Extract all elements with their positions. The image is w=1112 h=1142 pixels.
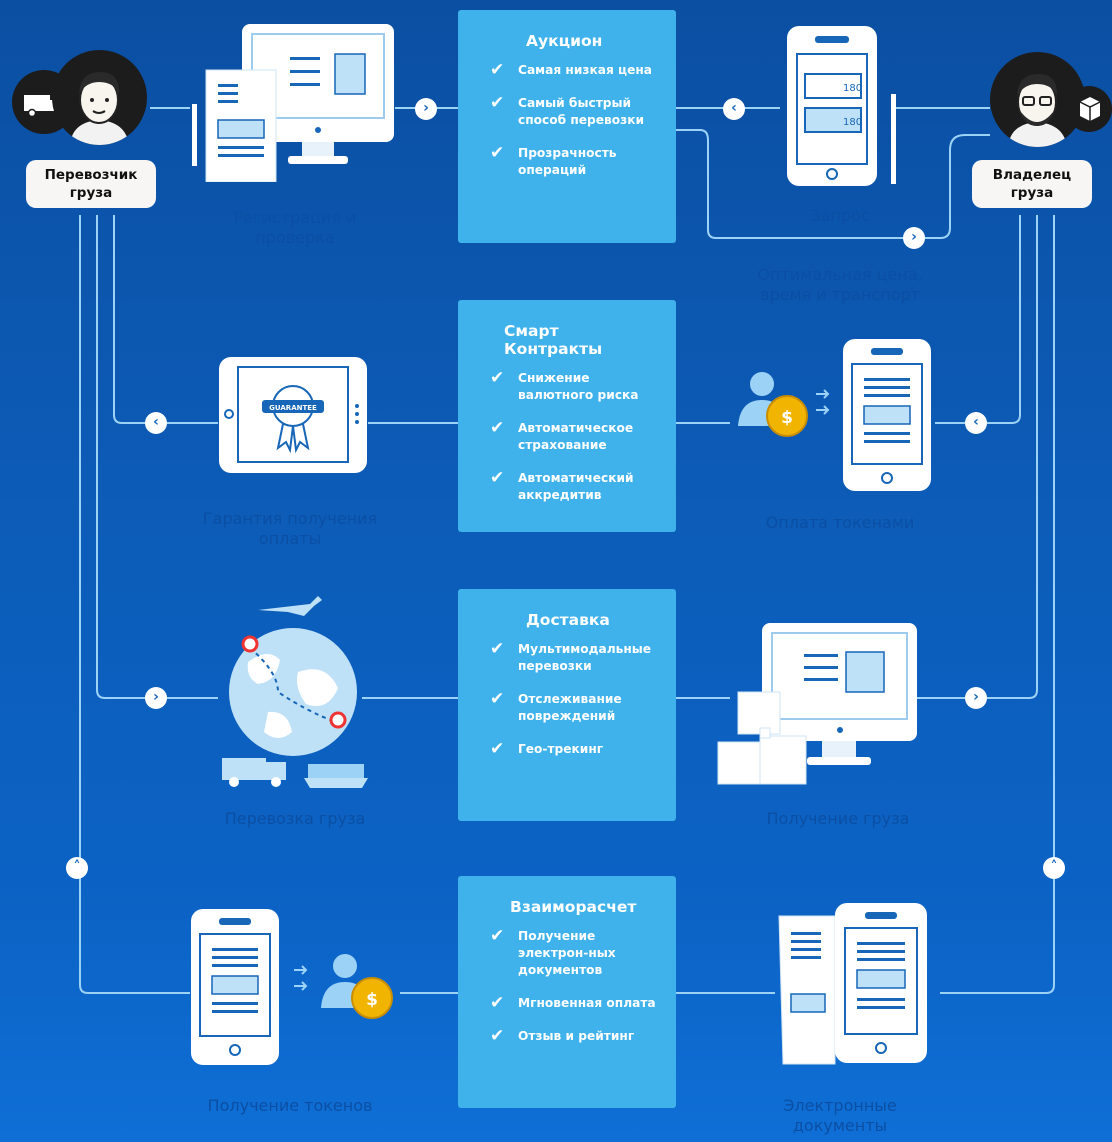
phone-value-1: 180 <box>843 83 862 94</box>
caption-edocs: Электронные документы <box>783 1096 897 1135</box>
electronic-documents-icon <box>775 902 935 1076</box>
smart-contracts-box: Смарт Контракты ✔Снижение валютного риск… <box>458 300 676 532</box>
check-icon: ✔ <box>490 468 505 488</box>
registration-computer-icon <box>190 22 400 186</box>
arrow-up-icon[interactable]: ˄ <box>1043 857 1065 879</box>
settlement-box: Взаиморасчет ✔Получение электрон-ных док… <box>458 876 676 1108</box>
check-icon: ✔ <box>490 143 505 163</box>
package-avatar-icon <box>1066 86 1112 132</box>
arrow-left-icon[interactable]: ‹ <box>723 98 745 120</box>
carrier-avatar <box>52 50 147 145</box>
list-item: ✔Гео-трекинг <box>490 739 604 759</box>
phone-value-2: 180 <box>843 117 862 128</box>
guarantee-text: GUARANTEE <box>269 404 317 412</box>
list-item: ✔Снижение валютного риска <box>490 368 639 403</box>
list-item: ✔Самый быстрый способ перевозки <box>490 93 645 128</box>
token-payment-icon: $ <box>730 338 940 502</box>
dollar-icon: $ <box>366 990 378 1010</box>
list-item: ✔Получение электрон-ных документов <box>490 926 616 978</box>
arrow-right-icon[interactable]: › <box>145 687 167 709</box>
caption-transport: Перевозка груза <box>224 809 366 828</box>
auction-box: Аукцион ✔Самая низкая цена ✔Самый быстры… <box>458 10 676 243</box>
arrow-right-icon[interactable]: › <box>965 687 987 709</box>
caption-request: Запрос <box>810 206 870 225</box>
caption-optimal: Оптимальная цена, время и транспорт <box>757 265 923 304</box>
caption-token-payment: Оплата токенами <box>765 513 915 532</box>
globe-transport-icon <box>218 592 378 796</box>
check-icon: ✔ <box>490 926 505 946</box>
guarantee-tablet-icon: GUARANTEE <box>218 356 370 480</box>
arrow-left-icon[interactable]: ‹ <box>145 412 167 434</box>
arrow-right-icon[interactable]: › <box>903 227 925 249</box>
caption-tokens-receive: Получение токенов <box>207 1096 373 1115</box>
arrow-up-icon[interactable]: ˄ <box>66 857 88 879</box>
check-icon: ✔ <box>490 418 505 438</box>
list-item: ✔Прозрачность операций <box>490 143 617 178</box>
request-phone-icon: 180 180 <box>785 24 905 193</box>
arrow-left-icon[interactable]: ‹ <box>965 412 987 434</box>
list-item: ✔Мультимодальные перевозки <box>490 639 652 674</box>
owner-label: Владелец груза <box>972 160 1092 208</box>
check-icon: ✔ <box>490 60 505 80</box>
list-item: ✔Самая низкая цена <box>490 60 652 80</box>
caption-guarantee: Гарантия получения оплаты <box>202 509 378 548</box>
list-item: ✔Автоматическое страхование <box>490 418 634 453</box>
list-item: ✔Мгновенная оплата <box>490 993 656 1013</box>
caption-registration: Регистрация и проверка <box>233 208 357 247</box>
list-item: ✔Автоматический аккредитив <box>490 468 634 503</box>
check-icon: ✔ <box>490 689 505 709</box>
list-item: ✔Отслеживание повреждений <box>490 689 622 724</box>
check-icon: ✔ <box>490 93 505 113</box>
dollar-icon: $ <box>781 408 793 428</box>
check-icon: ✔ <box>490 1026 505 1046</box>
check-icon: ✔ <box>490 993 505 1013</box>
carrier-label: Перевозчик груза <box>26 160 156 208</box>
box-title: Взаиморасчет <box>510 898 637 916</box>
cargo-receipt-icon <box>712 622 922 801</box>
list-item: ✔Отзыв и рейтинг <box>490 1026 635 1046</box>
check-icon: ✔ <box>490 639 505 659</box>
box-title: Доставка <box>526 611 610 629</box>
check-icon: ✔ <box>490 739 505 759</box>
arrow-right-icon[interactable]: › <box>415 98 437 120</box>
caption-receipt: Получение груза <box>766 809 910 828</box>
box-title: Смарт Контракты <box>504 322 603 358</box>
delivery-box: Доставка ✔Мультимодальные перевозки ✔Отс… <box>458 589 676 821</box>
box-title: Аукцион <box>526 32 603 50</box>
check-icon: ✔ <box>490 368 505 388</box>
tokens-receive-icon: $ <box>190 908 400 1072</box>
